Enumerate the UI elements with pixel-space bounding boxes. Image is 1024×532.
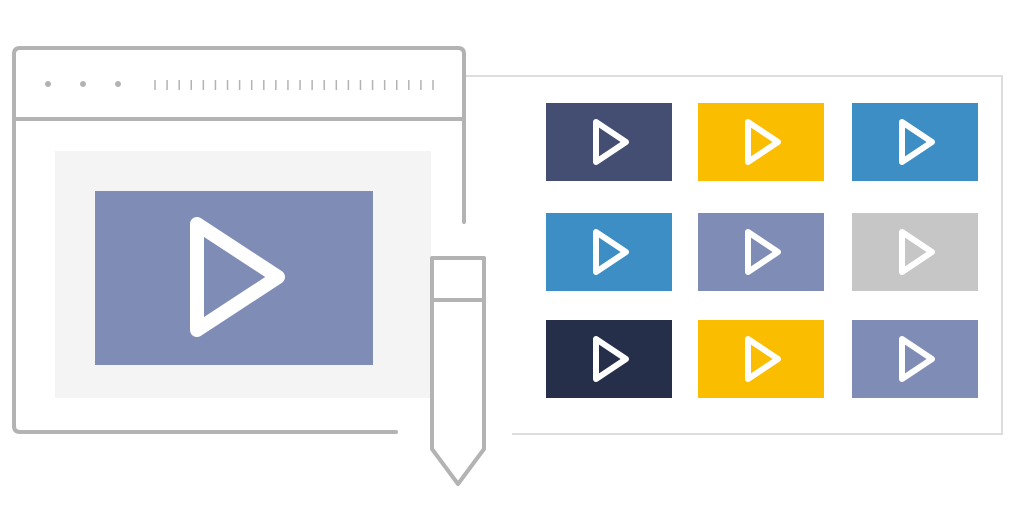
thumbnail-frame [698, 320, 824, 398]
window-control-dots[interactable] [45, 81, 121, 87]
pencil-icon[interactable] [430, 256, 486, 486]
thumbnail-grid [546, 103, 978, 398]
timeline-ruler [154, 80, 434, 90]
play-icon[interactable] [899, 229, 935, 275]
play-icon[interactable] [899, 336, 935, 382]
play-icon[interactable] [899, 119, 935, 165]
window-frame [12, 46, 466, 434]
thumbnail-frame [546, 320, 672, 398]
thumbnail-frame [546, 103, 672, 181]
thumbnail-frame [698, 213, 824, 291]
play-icon[interactable] [745, 336, 781, 382]
thumbnail-frame [852, 320, 978, 398]
pencil-body [430, 256, 486, 486]
editor-window [12, 46, 466, 434]
thumbnail-frame [852, 103, 978, 181]
video-thumbnail[interactable] [698, 213, 824, 291]
thumbnail-frame [852, 213, 978, 291]
video-thumbnail[interactable] [852, 103, 978, 181]
video-thumbnail[interactable] [546, 320, 672, 398]
play-icon[interactable] [593, 119, 629, 165]
play-icon[interactable] [190, 217, 285, 337]
window-dot[interactable] [45, 81, 51, 87]
play-icon[interactable] [593, 229, 629, 275]
thumbnail-frame [546, 213, 672, 291]
window-dot[interactable] [115, 81, 121, 87]
video-thumbnail[interactable] [852, 213, 978, 291]
thumbnail-frame [698, 103, 824, 181]
video-thumbnail[interactable] [546, 213, 672, 291]
play-icon[interactable] [745, 229, 781, 275]
play-icon[interactable] [593, 336, 629, 382]
video-thumbnail[interactable] [698, 103, 824, 181]
main-video-player[interactable] [95, 191, 373, 365]
play-icon[interactable] [745, 119, 781, 165]
video-thumbnail[interactable] [546, 103, 672, 181]
video-thumbnail[interactable] [852, 320, 978, 398]
gallery-panel [466, 75, 1003, 435]
video-thumbnail[interactable] [698, 320, 824, 398]
window-dot[interactable] [80, 81, 86, 87]
